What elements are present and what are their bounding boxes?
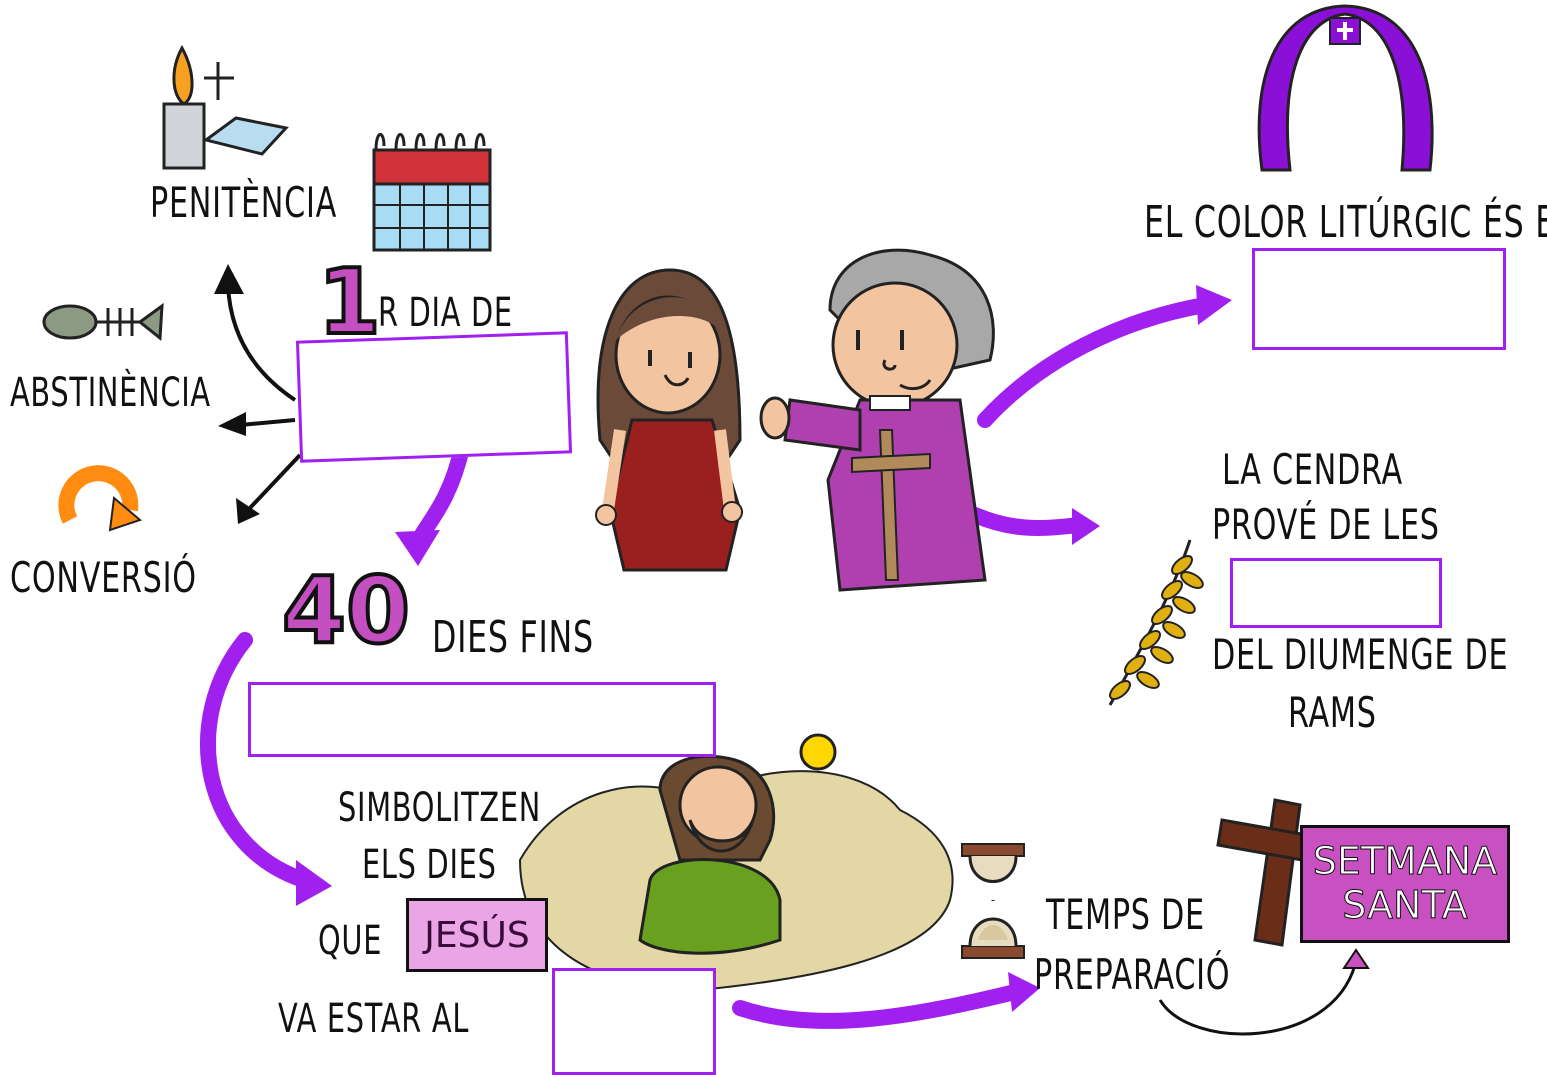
arrow-to-setmana — [1158, 964, 1357, 1036]
conversio-label: CONVERSIÓ — [10, 553, 197, 602]
va-estar-label: VA ESTAR AL — [278, 996, 470, 1042]
first-number: 1 — [316, 250, 383, 355]
hourglass-icon — [961, 843, 1025, 959]
girl-figure — [595, 268, 743, 572]
answer-box-color[interactable] — [1252, 248, 1506, 350]
arrow-to-conversio — [248, 453, 302, 510]
palm-branch-icon — [1108, 539, 1204, 706]
answer-box-first-day[interactable] — [295, 331, 573, 463]
que-label: QUE — [318, 918, 383, 964]
calendar-icon — [372, 133, 492, 252]
color-liturgic-label: EL COLOR LITÚRGIC ÉS EL — [1144, 197, 1547, 248]
arrow-to-40 — [412, 440, 470, 546]
setmana-label: SETMANA — [1312, 839, 1498, 884]
priest-figure — [759, 248, 995, 592]
jesus-figure — [638, 754, 782, 955]
arrow-to-penitencia — [226, 284, 297, 402]
setmana-santa-box: SETMANA SANTA — [1300, 825, 1510, 943]
cendra-label-2: PROVÉ DE LES — [1212, 500, 1440, 549]
answer-box-forty-days[interactable] — [248, 682, 716, 757]
temps-label-2: PREPARACIÓ — [1034, 950, 1231, 999]
candle-icon — [162, 44, 234, 170]
answer-box-cendra[interactable] — [1230, 558, 1442, 628]
answer-box-va-estar[interactable] — [552, 968, 716, 1075]
abstinencia-label: ABSTINÈNCIA — [10, 370, 211, 416]
temps-label-1: TEMPS DE — [1046, 890, 1205, 939]
arrow-to-simbol — [200, 632, 318, 890]
santa-label-text: SANTA — [1342, 883, 1469, 927]
sun-icon — [799, 733, 837, 771]
arrow-to-temps — [732, 984, 1023, 1029]
diumenge-label-1: DEL DIUMENGE DE — [1212, 630, 1509, 679]
forty-days-label: DIES FINS — [432, 612, 594, 663]
cendra-label-1: LA CENDRA — [1222, 445, 1403, 494]
first-day-label: R DIA DE — [378, 290, 513, 336]
fish-bone-icon — [42, 302, 164, 341]
symbolize-label-1: SIMBOLITZEN — [338, 785, 542, 831]
arrow-to-cendra — [967, 507, 1086, 536]
diumenge-label-2: RAMS — [1288, 688, 1377, 737]
symbolize-label-2: ELS DIES — [362, 842, 497, 888]
arrow-to-abstinencia — [239, 418, 296, 427]
purple-stole-icon — [1257, 4, 1434, 172]
rotate-arrow-icon — [58, 465, 143, 532]
penitencia-label: PENITÈNCIA — [150, 178, 338, 227]
forty-number: 40 — [280, 557, 412, 664]
jesus-box: JESÚS — [406, 898, 548, 972]
arrow-to-color — [977, 297, 1213, 428]
book-icon — [202, 116, 289, 156]
